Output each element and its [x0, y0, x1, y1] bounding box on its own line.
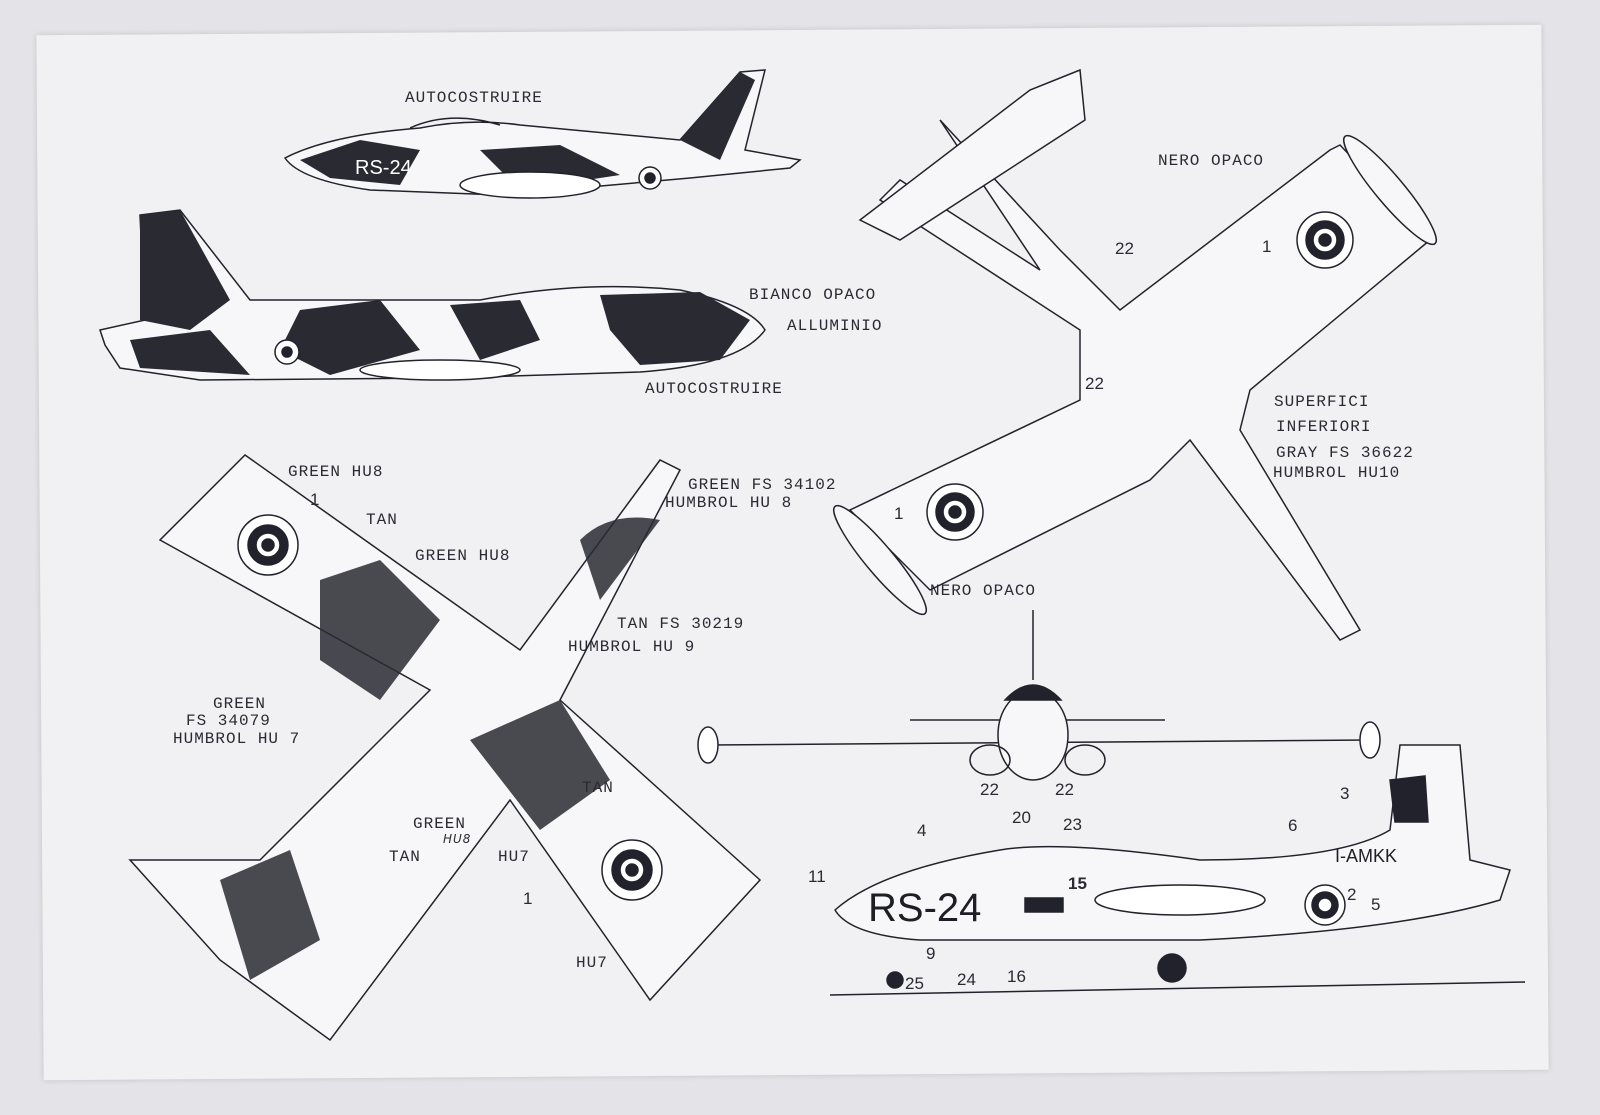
camo-top-view-aircraft: [128, 454, 762, 1042]
label-humbrol-hu9: HUMBROL HU 9: [568, 638, 696, 656]
marker-1: 1: [1262, 237, 1272, 256]
label-humbrol-hu8: HUMBROL HU 8: [665, 494, 793, 512]
marker-22: 22: [1115, 239, 1134, 258]
marker-16: 16: [1007, 967, 1026, 986]
marker-2: 2: [1347, 885, 1357, 904]
marker-3: 3: [1340, 784, 1350, 803]
label-superfici: SUPERFICI: [1274, 393, 1370, 411]
marker-1: 1: [523, 889, 533, 908]
label-green: GREEN: [413, 815, 467, 833]
label-fs-34079: FS 34079: [186, 712, 271, 730]
label-nero-opaco-bottom: NERO OPACO: [930, 582, 1037, 600]
marker-5: 5: [1371, 895, 1381, 914]
marker-11: 11: [808, 867, 826, 886]
label-hu8: HU8: [443, 832, 472, 846]
marker-4: 4: [917, 821, 927, 840]
registration-text: I-AMKK: [1335, 846, 1398, 866]
label-bianco-opaco: BIANCO OPACO: [749, 286, 877, 304]
label-hu7: HU7: [498, 848, 530, 866]
label-inferiori: INFERIORI: [1276, 418, 1372, 436]
marker-22: 22: [980, 780, 999, 799]
detail-side-view-aircraft: [829, 744, 1526, 996]
label-hu7: HU7: [576, 954, 608, 972]
label-tan: TAN: [366, 511, 398, 529]
label-humbrol-hu7: HUMBROL HU 7: [173, 730, 301, 748]
marker-24: 24: [957, 970, 976, 989]
label-gray-fs: GRAY FS 36622: [1276, 444, 1414, 462]
label-alluminio: ALLUMINIO: [787, 317, 883, 335]
marker-1: 1: [894, 504, 904, 523]
label-green-hu8: GREEN HU8: [288, 463, 384, 481]
label-green: GREEN: [213, 695, 267, 713]
label-nero-opaco-top: NERO OPACO: [1158, 152, 1265, 170]
camo-side-view-aircraft: [99, 209, 766, 381]
underside-view-aircraft: [832, 68, 1438, 641]
label-autocostruire-bottom: AUTOCOSTRUIRE: [645, 380, 783, 398]
label-tan: TAN: [582, 779, 614, 797]
tail-code-small: RS-24: [355, 157, 412, 179]
label-tan: TAN: [389, 848, 421, 866]
marker-20: 20: [1012, 808, 1031, 827]
label-green-hu8: GREEN HU8: [415, 547, 511, 565]
marker-9: 9: [926, 944, 936, 963]
label-autocostruire-top: AUTOCOSTRUIRE: [405, 89, 543, 107]
label-tan-fs-30219: TAN FS 30219: [617, 615, 745, 633]
marker-6: 6: [1288, 816, 1298, 835]
marker-25: 25: [905, 974, 924, 993]
marker-22: 22: [1085, 374, 1104, 393]
aircraft-code: RS-24: [868, 886, 982, 930]
marker-15: 15: [1068, 874, 1087, 893]
label-green-fs-34102: GREEN FS 34102: [688, 476, 837, 494]
marker-23: 23: [1063, 815, 1082, 834]
top-side-view-aircraft: [283, 69, 802, 199]
front-view-aircraft: [697, 610, 1381, 781]
marker-1: 1: [310, 490, 320, 509]
label-humbrol-hu10: HUMBROL HU10: [1273, 464, 1401, 482]
marker-22: 22: [1055, 780, 1074, 799]
